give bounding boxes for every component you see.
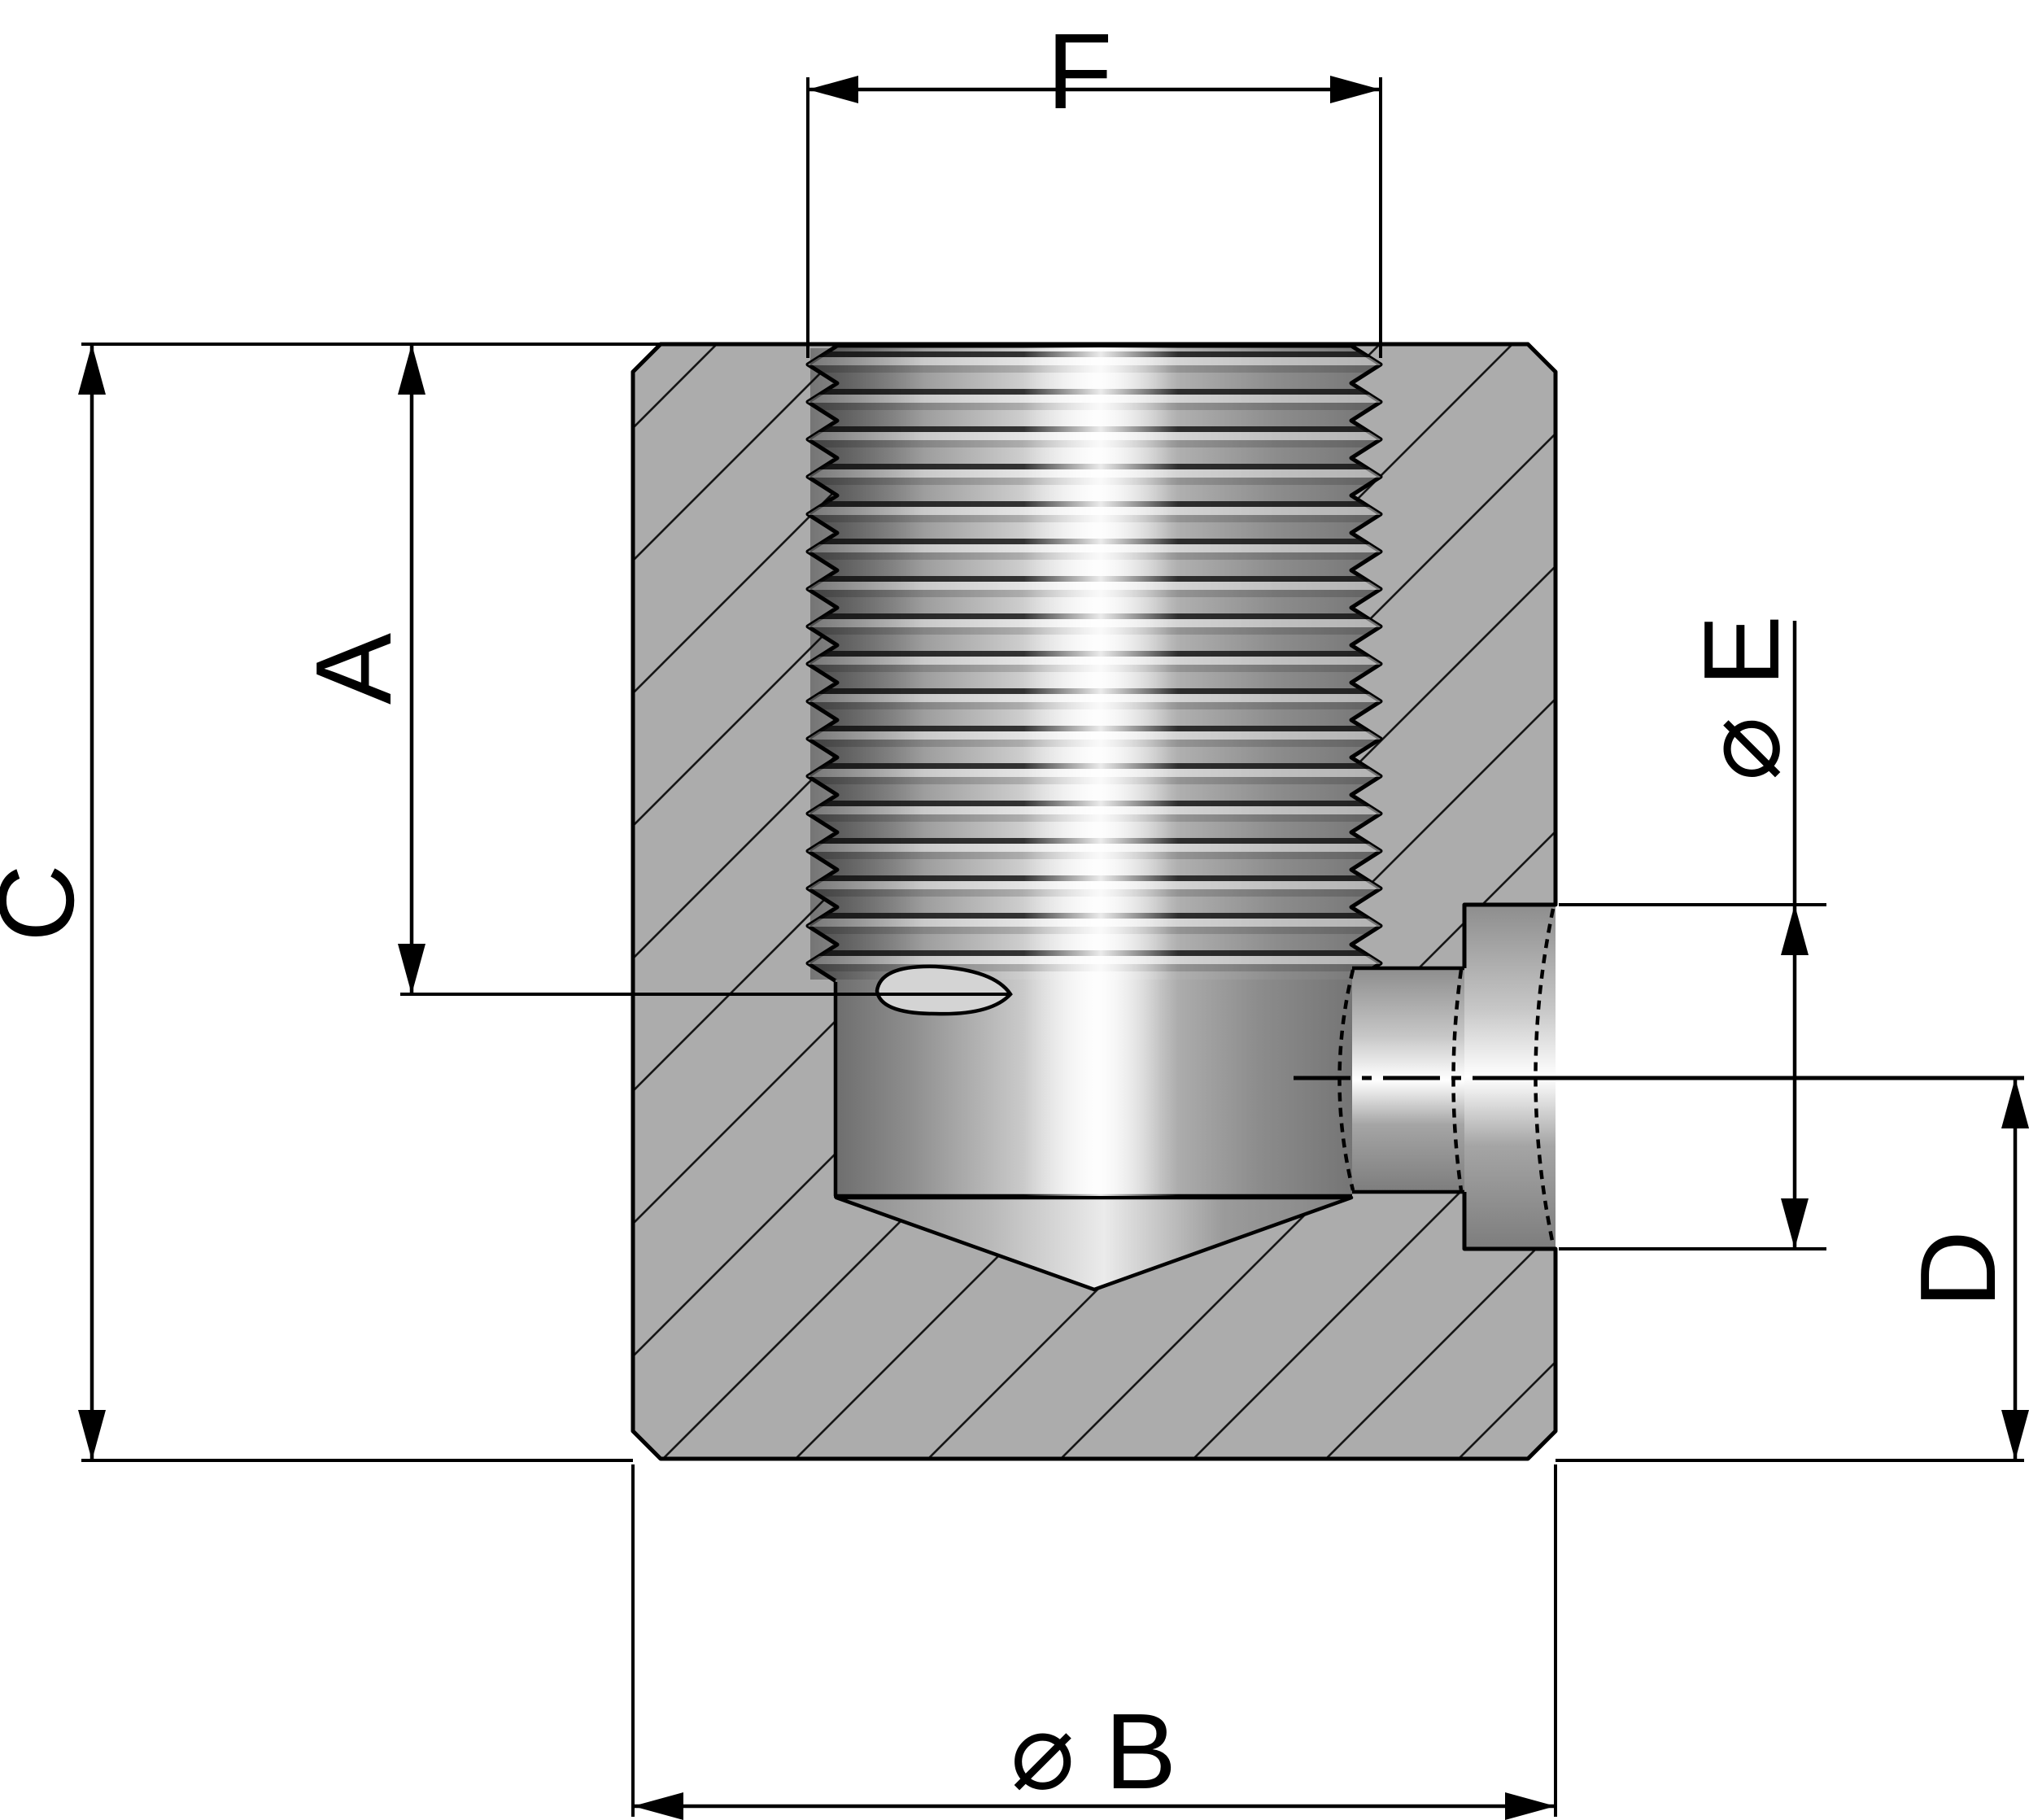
dim-label-d: D <box>1898 1230 2018 1307</box>
dimension-d: D <box>1556 1078 2029 1462</box>
arrowhead-right <box>1330 76 1381 103</box>
dimension-c: C <box>0 344 633 1462</box>
arrowhead-down <box>1781 1198 1809 1249</box>
body-outline <box>631 342 1558 1461</box>
arrowhead-right <box>1505 1792 1556 1820</box>
dim-label-c: C <box>0 864 96 941</box>
dim-label-f: F <box>1047 11 1113 131</box>
dimension-f: F <box>806 11 1382 358</box>
dim-label-a: A <box>294 633 413 705</box>
dimension-e: ⌀ E <box>1559 615 1826 1250</box>
bore-intersection-curve <box>1337 969 1355 1191</box>
arrowhead-down <box>2001 1410 2029 1460</box>
arrowhead-up <box>78 344 106 395</box>
dim-label-e: ⌀ E <box>1682 615 1801 781</box>
drill-cone-fill <box>834 1195 1354 1292</box>
bore-highlight <box>1023 347 1178 1196</box>
dim-label-b: ⌀ B <box>1010 1691 1176 1811</box>
thread-left-shading <box>810 348 924 980</box>
arrowhead-left <box>633 1792 683 1820</box>
arrowhead-left <box>808 76 858 103</box>
dimension-a: A <box>81 343 1011 996</box>
hole-rim-curve <box>1451 969 1464 1191</box>
arrowhead-down <box>78 1410 106 1460</box>
arrowhead-up <box>1781 905 1809 955</box>
arrowhead-up <box>398 344 425 395</box>
dimension-b: ⌀ B <box>631 1464 1557 1820</box>
arrowhead-up <box>2001 1078 2029 1128</box>
drill-cone <box>834 1195 1354 1292</box>
arrowhead-down <box>398 944 425 994</box>
